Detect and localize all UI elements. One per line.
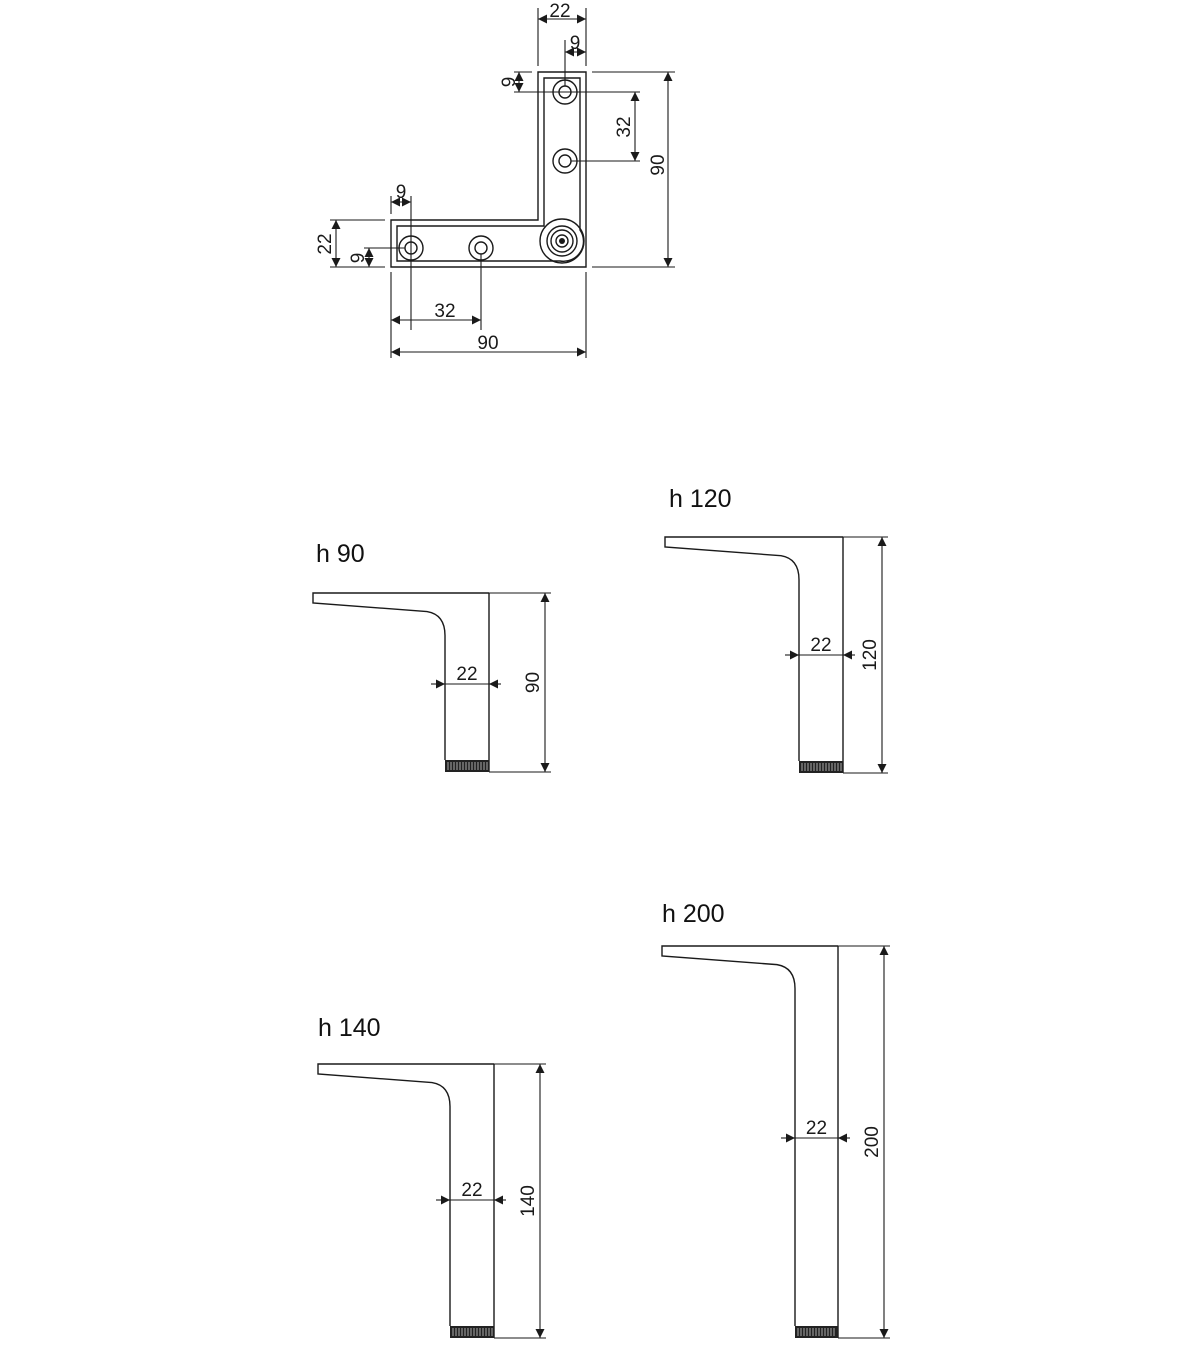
dimension-label: 32 (614, 116, 635, 137)
bracket-outline (390, 71, 587, 268)
dimension-label: 22 (549, 1, 570, 22)
dimension-label: 9 (499, 77, 520, 88)
leg-120: 120 22 h 120 (664, 485, 888, 774)
bracket-inner-outline (396, 77, 585, 263)
leg-title: h 90 (316, 540, 365, 568)
corner-bracket-plan (390, 71, 587, 268)
height-dimension-label: 140 (518, 1185, 539, 1217)
dimension-label: 90 (648, 154, 669, 175)
adjustable-foot (799, 761, 843, 773)
dimension-label: 9 (348, 253, 369, 264)
width-dimension-label: 22 (461, 1180, 482, 1201)
height-dimension-label: 200 (862, 1126, 883, 1158)
width-dimension-label: 22 (456, 664, 477, 685)
width-dimension-label: 22 (806, 1118, 827, 1139)
adjustable-foot (795, 1326, 838, 1338)
dimension-label: 9 (396, 182, 407, 203)
leg-90: 90 22 h 90 (312, 540, 551, 773)
dimension-label: 32 (434, 301, 455, 322)
height-dimension-label: 90 (523, 672, 544, 693)
height-dimension-label: 120 (860, 639, 881, 671)
adjustable-foot (445, 760, 489, 772)
dimension-label: 22 (315, 233, 336, 254)
leg-200: 200 22 h 200 (661, 900, 890, 1339)
dimension-label: 9 (570, 33, 581, 54)
width-dimension-label: 22 (810, 635, 831, 656)
leg-profile (317, 1063, 495, 1338)
leg-title: h 140 (318, 1014, 381, 1042)
leg-title: h 120 (669, 485, 732, 513)
leg-140: 140 22 h 140 (317, 1014, 546, 1339)
adjustable-foot (450, 1326, 494, 1338)
leg-profile (661, 945, 839, 1338)
leg-title: h 200 (662, 900, 725, 928)
dimension-label: 90 (477, 333, 498, 354)
leg-mount-hole (539, 218, 585, 264)
